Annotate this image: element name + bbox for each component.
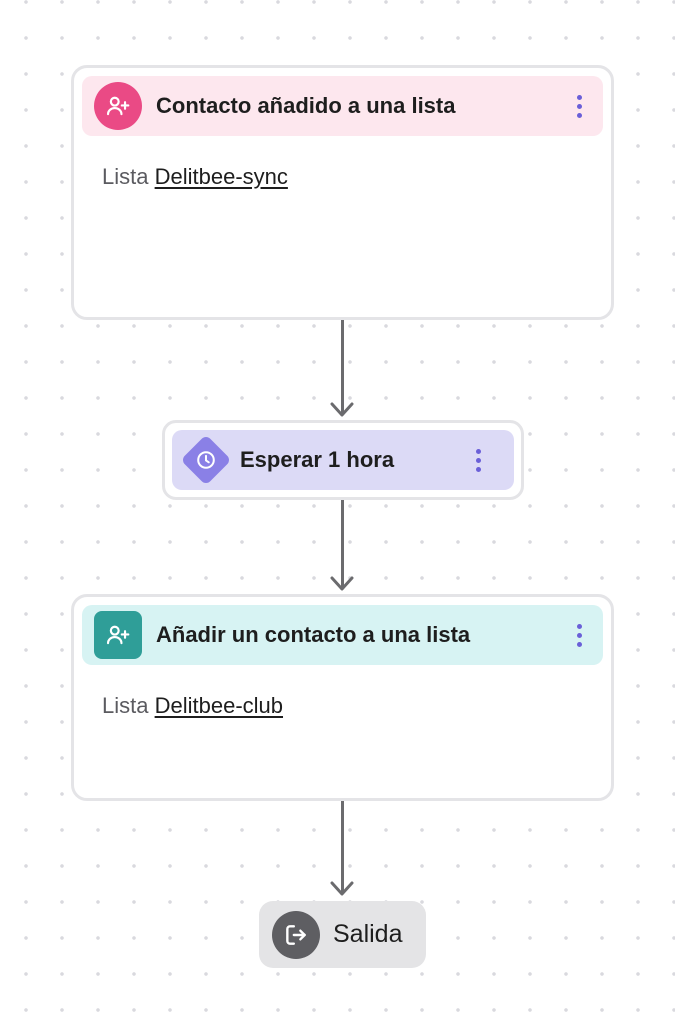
list-prefix-label: Lista <box>102 164 149 189</box>
arrow-down-icon <box>330 402 354 417</box>
action-node-menu-button[interactable] <box>569 619 589 651</box>
user-plus-icon <box>94 82 142 130</box>
trigger-node-header: Contacto añadido a una lista <box>82 76 603 136</box>
kebab-dot-icon <box>475 457 481 463</box>
kebab-dot-icon <box>576 632 582 638</box>
action-list-link[interactable]: Delitbee-club <box>154 693 284 718</box>
kebab-dot-icon <box>475 448 481 454</box>
action-node-card[interactable]: Añadir un contacto a una lista Lista Del… <box>71 594 614 801</box>
arrow-down-icon <box>330 576 354 591</box>
kebab-dot-icon <box>576 623 582 629</box>
wait-node-header: Esperar 1 hora <box>172 430 514 490</box>
action-node-title: Añadir un contacto a una lista <box>156 622 471 647</box>
wait-node-title: Esperar 1 hora <box>240 447 395 472</box>
kebab-dot-icon <box>475 466 481 472</box>
user-plus-icon <box>94 611 142 659</box>
kebab-dot-icon <box>576 641 582 647</box>
exit-icon <box>272 910 320 959</box>
list-prefix-label: Lista <box>102 693 149 718</box>
connector-line <box>341 320 344 414</box>
trigger-node-title: Contacto añadido a una lista <box>156 93 456 118</box>
arrow-down-icon <box>330 881 354 896</box>
action-node-header: Añadir un contacto a una lista <box>82 605 603 665</box>
exit-label: Salida <box>333 920 403 948</box>
wait-node-menu-button[interactable] <box>468 444 488 476</box>
wait-node-card[interactable]: Esperar 1 hora <box>162 420 524 500</box>
trigger-node-card[interactable]: Contacto añadido a una lista Lista Delit… <box>71 65 614 320</box>
exit-node[interactable]: Salida <box>259 901 426 968</box>
connector-line <box>341 500 344 588</box>
trigger-node-menu-button[interactable] <box>569 90 589 122</box>
kebab-dot-icon <box>576 103 582 109</box>
kebab-dot-icon <box>576 112 582 118</box>
kebab-dot-icon <box>576 94 582 100</box>
trigger-node-body: Lista Delitbee-sync <box>102 164 288 190</box>
clock-icon <box>180 434 232 486</box>
action-node-body: Lista Delitbee-club <box>102 693 283 719</box>
connector-line <box>341 801 344 893</box>
trigger-list-link[interactable]: Delitbee-sync <box>154 164 288 189</box>
